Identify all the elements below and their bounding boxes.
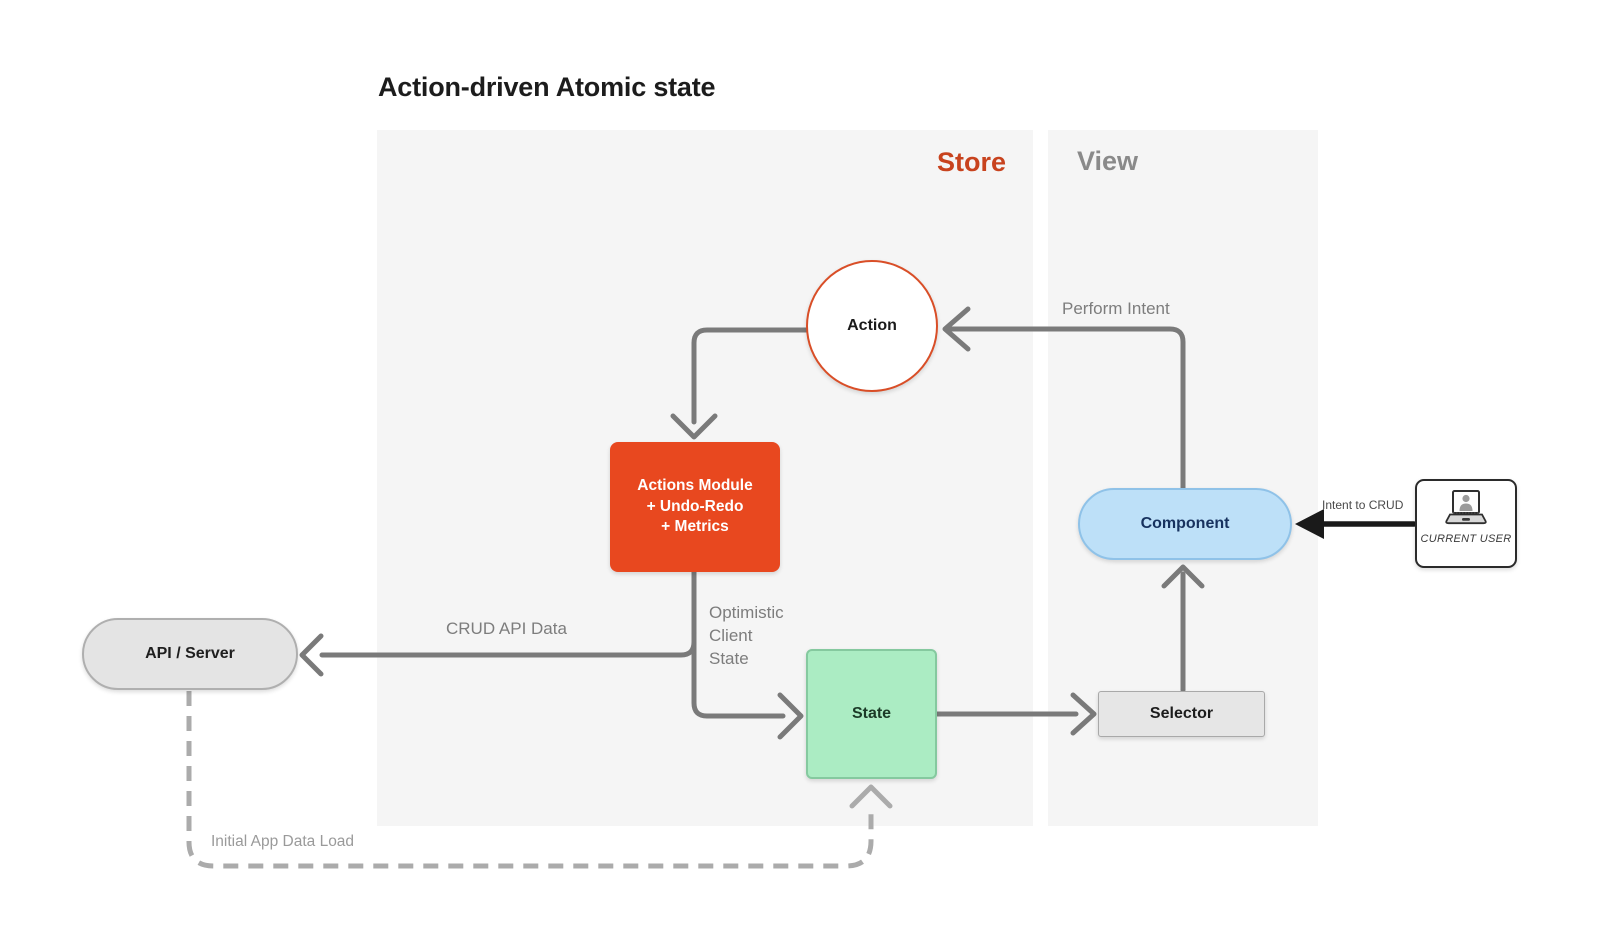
laptop-user-icon — [1445, 490, 1487, 525]
selector-node-label: Selector — [1149, 705, 1214, 722]
perform-intent-label: Perform Intent — [1062, 299, 1170, 318]
component-node-label: Component — [1140, 515, 1230, 532]
arrowhead-left-icon — [299, 633, 324, 677]
api-server-node: API / Server — [82, 618, 298, 690]
selector-node: Selector — [1098, 691, 1265, 737]
actions-module-node: Actions Module + Undo-Redo + Metrics — [610, 442, 780, 572]
state-node: State — [806, 649, 937, 779]
optimistic-client-state-label: Optimistic Client State — [709, 601, 784, 670]
component-node: Component — [1078, 488, 1292, 560]
action-node-label: Action — [847, 317, 897, 334]
crud-api-data-label: CRUD API Data — [446, 619, 567, 638]
api-server-node-label: API / Server — [145, 645, 235, 662]
page-title: Action-driven Atomic state — [378, 72, 716, 102]
optimistic-label-line: Optimistic — [709, 603, 784, 622]
view-panel-label: View — [1077, 146, 1139, 176]
actions-module-line: + Metrics — [661, 518, 729, 536]
actions-module-line: + Undo-Redo — [646, 497, 744, 515]
intent-to-crud-label: Intent to CRUD — [1322, 498, 1404, 512]
state-node-label: State — [851, 705, 892, 722]
initial-app-data-load-label: Initial App Data Load — [211, 833, 355, 850]
actions-module-line: Actions Module — [637, 477, 753, 495]
store-panel-label: Store — [937, 147, 1007, 177]
current-user-node: CURRENT USER — [1415, 479, 1517, 568]
optimistic-label-line: Client — [709, 626, 753, 645]
current-user-label: CURRENT USER — [1420, 533, 1512, 545]
optimistic-label-line: State — [709, 649, 749, 668]
action-node: Action — [806, 260, 938, 392]
